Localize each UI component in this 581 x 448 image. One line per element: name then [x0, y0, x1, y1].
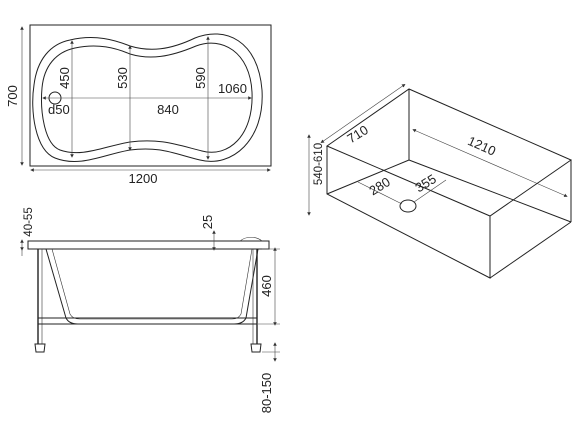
side-rim — [27, 240, 270, 250]
label-450: 450 — [57, 67, 72, 89]
side-bowl-inner — [51, 248, 253, 320]
side-view: 40-55 25 460 80-150 — [20, 207, 280, 413]
label-710: 710 — [344, 122, 370, 146]
label-590: 590 — [193, 67, 208, 89]
dim-line-1210 — [412, 129, 568, 197]
iso-bottom-right — [489, 221, 572, 279]
label-460: 460 — [259, 275, 274, 297]
top-view: 700 1200 450 530 590 1060 840 d50 — [5, 24, 272, 186]
iso-inner-diag-a — [326, 159, 410, 195]
dim-line-710 — [320, 83, 406, 144]
iso-view: 710 1210 540-610 280 355 — [307, 83, 573, 279]
label-40-55: 40-55 — [23, 207, 35, 236]
iso-inner-diag-b — [408, 159, 572, 223]
label-25: 25 — [200, 215, 215, 229]
side-foot-left — [34, 343, 46, 353]
top-bowl-rim — [32, 33, 263, 162]
label-d50: d50 — [48, 102, 70, 117]
label-80-150: 80-150 — [259, 373, 274, 413]
iso-top-face — [325, 88, 573, 217]
dim-line-280 — [357, 181, 403, 205]
top-outer-frame — [29, 24, 272, 167]
iso-drain — [399, 199, 417, 213]
side-rim-lip — [239, 236, 263, 242]
label-700: 700 — [5, 85, 20, 107]
label-1200: 1200 — [129, 171, 158, 186]
side-crossbar — [37, 317, 258, 325]
iso-front-face — [326, 146, 491, 279]
label-840: 840 — [157, 102, 179, 117]
label-280: 280 — [366, 174, 392, 198]
label-1060: 1060 — [218, 81, 247, 96]
label-540-610: 540-610 — [313, 143, 325, 185]
dim-line-355 — [413, 179, 447, 203]
label-355: 355 — [412, 171, 438, 195]
side-bowl — [45, 248, 259, 325]
side-foot-right — [250, 343, 262, 353]
label-530: 530 — [115, 67, 130, 89]
